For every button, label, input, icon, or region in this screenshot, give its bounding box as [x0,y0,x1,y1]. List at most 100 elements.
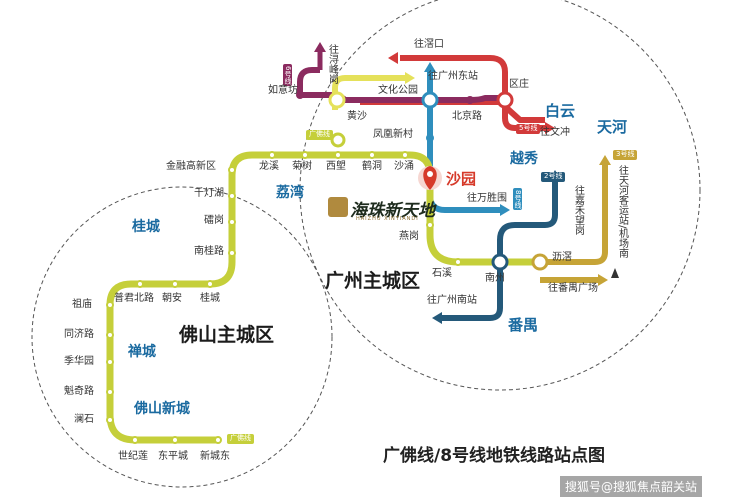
station-zumiao: 祖庙 [72,299,92,310]
guangfo-stations [106,151,462,444]
line6-badge: 6号线 [283,64,292,87]
interchange-stations [328,91,549,271]
line8-arrow-right [500,204,510,216]
station-node[interactable] [106,331,114,339]
station-xilang: 西塱 [326,161,346,172]
station-shachong: 沙涌 [394,161,414,172]
station-node[interactable] [401,151,409,159]
station-node[interactable] [228,166,236,174]
quzhuang-interchange[interactable] [496,91,514,109]
station-tongjilu: 同济路 [64,329,94,340]
guangzhou-district-circle [299,0,701,391]
station-nanzhou: 南州 [485,273,505,284]
station-wenhua-gongyuan: 文化公园 [378,85,418,96]
station-longxi: 龙溪 [259,161,279,172]
station-hedong: 鹤洞 [362,161,382,172]
xilang-interchange[interactable] [330,132,346,148]
line2-badge: 2号线 [541,172,566,182]
guangfo-line-route [106,151,540,444]
station-node[interactable] [368,151,376,159]
line5-arrow-right [545,122,555,134]
station-node[interactable] [171,436,179,444]
line8-arrow-up [424,62,436,72]
station-nanguilu: 南桂路 [194,246,224,257]
nanzhou-interchange[interactable] [491,253,509,271]
station-lanshi: 澜石 [74,414,94,425]
line2-arrow-left [432,312,442,324]
district-baiyun: 白云 [545,102,576,120]
station-fenghuang-xincun: 凤凰新村 [373,129,413,140]
direction-wanshengwei: 往万胜围 [467,193,507,204]
direction-panyu-guangchang: 往番禺广场 [548,283,598,294]
station-node[interactable] [228,218,236,226]
line8-route [427,70,500,213]
station-beijinglu: 北京路 [452,111,482,122]
station-quzhuang: 区庄 [509,79,529,90]
district-yuexiu: 越秀 [510,151,538,167]
station-node[interactable] [131,436,139,444]
line5-lower [502,100,545,131]
district-guangzhou-main: 广州主城区 [325,270,421,292]
line3-arrow-up [599,155,611,165]
project-logo-subtitle: HAIZHU XINTIANDI [356,216,419,222]
district-foshan-xincheng: 佛山新城 [134,401,190,417]
station-node[interactable] [136,280,144,288]
district-tianhe: 天河 [597,118,628,136]
station-node[interactable] [106,416,114,424]
line8-station[interactable] [426,134,434,142]
direction-guangzhou-south: 往广州南站 [427,295,477,306]
station-node[interactable] [228,192,236,200]
north-arrow-icon [611,268,619,278]
station-node[interactable] [106,388,114,396]
direction-tianhe-keyunzhan: 往天河客运站/机场南 [616,165,628,259]
station-pujun-beilu: 普君北路 [114,293,154,304]
guangfo-badge-top: 广佛线 [306,130,333,140]
district-guicheng: 桂城 [132,219,160,235]
station-node[interactable] [228,249,236,257]
direction-xunfenggang: 往浔峰岗 [326,44,338,84]
station-qiandenghu: 千灯湖 [194,188,224,199]
line3-arrow-right [598,274,608,286]
district-foshan-main: 佛山主城区 [179,324,275,346]
yellow-arrow-right [405,72,415,84]
station-node[interactable] [106,358,114,366]
line6-arrow-up [314,42,326,52]
station-node[interactable] [171,280,179,288]
line6-station[interactable] [296,91,304,99]
station-chaoan: 朝安 [162,293,182,304]
direction-jiahe-wangang: 往嘉禾望岗 [572,185,584,235]
huangsha-interchange[interactable] [328,91,346,109]
location-pin-icon[interactable] [423,166,437,190]
lijiao-interchange[interactable] [531,253,549,271]
station-shixi: 石溪 [432,268,452,279]
wenhua-gongyuan-interchange[interactable] [421,91,439,109]
line3-badge: 3号线 [613,150,638,160]
station-node[interactable] [214,436,222,444]
line6-station[interactable] [466,96,474,104]
guangfo-badge-bottom: 广佛线 [227,434,254,444]
project-logo: 海珠新天地 [350,201,435,221]
line5-arrow-left [388,52,398,64]
station-xinchengdong: 新城东 [200,451,230,462]
station-node[interactable] [106,301,114,309]
station-jinrong-gaoxinqu: 金融高新区 [166,161,216,172]
station-sayuan: 沙园 [446,170,477,188]
direction-luokou: 往滘口 [414,39,444,50]
station-node[interactable] [426,221,434,229]
station-guicheng-stop: 桂城 [200,293,220,304]
station-huangsha: 黄沙 [347,111,367,122]
station-yangang: 燕岗 [399,231,419,242]
station-kuiqilu: 魁奇路 [64,386,94,397]
yellow-line-route [332,75,405,110]
district-liwan: 荔湾 [276,185,304,201]
station-jushu: 菊树 [292,161,312,172]
station-node[interactable] [206,280,214,288]
station-node[interactable] [301,151,309,159]
station-node[interactable] [268,151,276,159]
station-node[interactable] [454,258,462,266]
project-logo-seal [328,197,348,217]
line5-upper [400,55,508,100]
line5-badge: 5号线 [516,124,541,134]
station-node[interactable] [334,151,342,159]
